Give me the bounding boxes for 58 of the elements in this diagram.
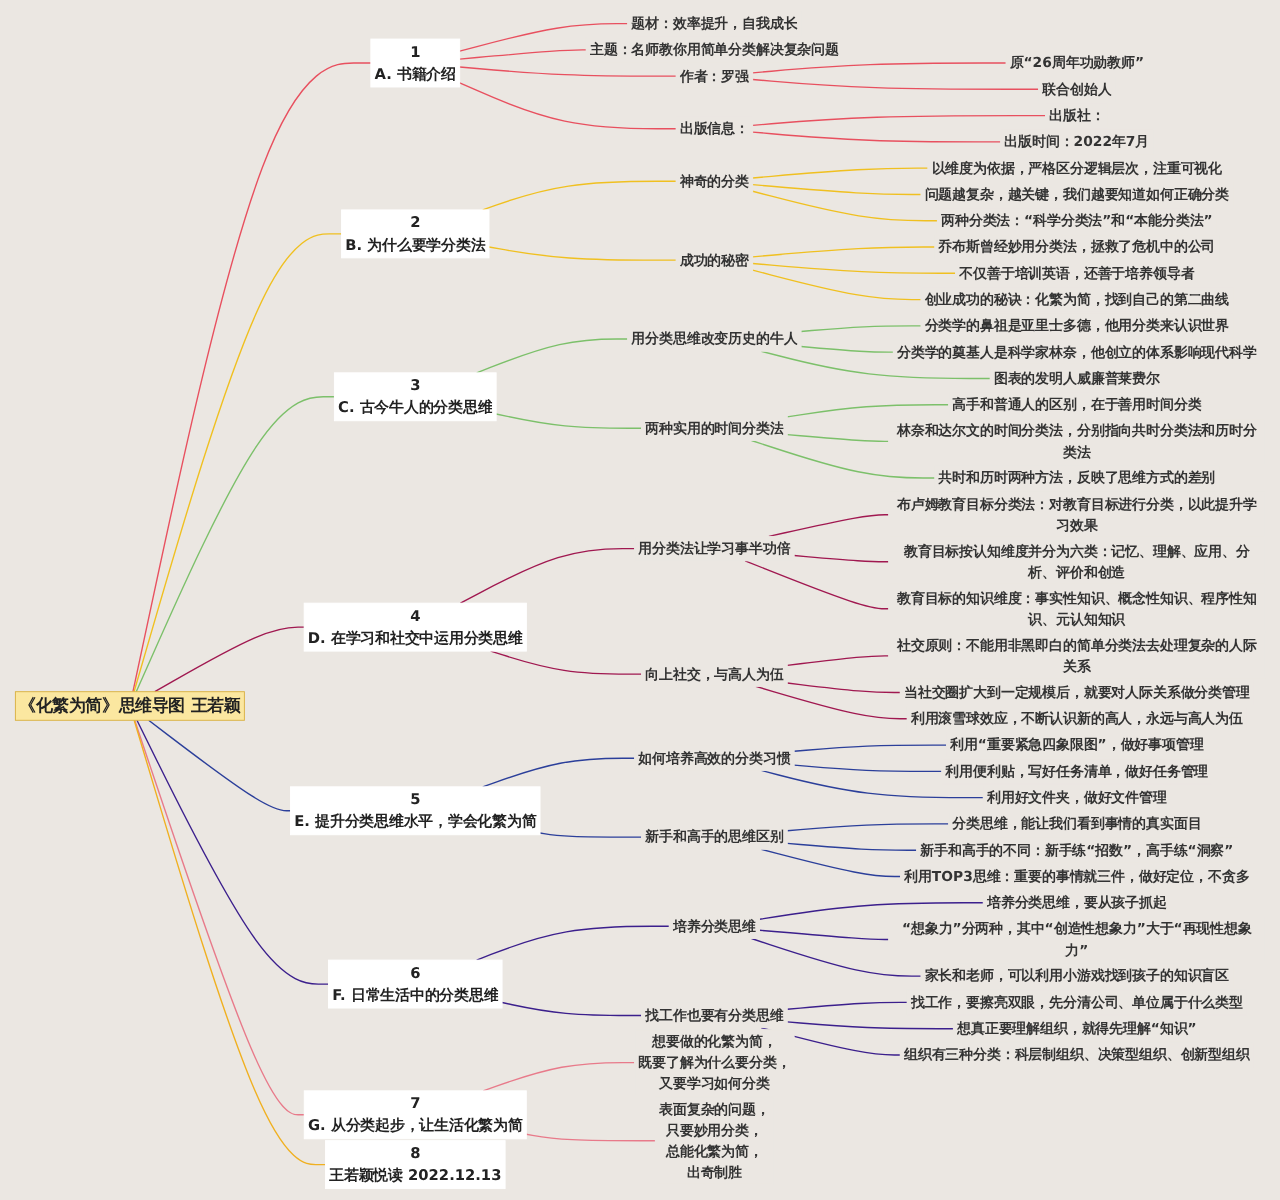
connector [786,1021,954,1030]
connector [133,233,343,693]
connector [132,62,372,693]
connector [786,433,890,443]
connector [786,655,890,667]
connector [786,682,901,694]
connector [153,626,305,693]
connector [751,183,922,196]
connector [147,719,291,812]
connector [136,719,329,985]
connector [525,1133,656,1142]
connector [750,937,922,977]
connector [133,719,326,1166]
connector [458,49,587,60]
connector [786,823,950,832]
connector [135,396,335,693]
connector [800,325,922,333]
connector [481,180,677,211]
connector [458,82,677,130]
connector [751,262,957,274]
connector [751,246,936,258]
connector [458,66,677,77]
connector [786,404,950,418]
node-box: 《化繁为简》思维导图 王若颖 [14,691,245,721]
connector [458,22,629,52]
connector [495,413,642,429]
connector [751,131,1002,143]
connector [768,514,890,538]
connector [786,1001,908,1010]
connector [751,190,938,222]
connector [750,439,936,479]
connector [793,744,947,752]
connector [481,757,636,788]
connector [751,167,929,179]
connector [488,246,677,261]
connector [751,114,1046,127]
connector [751,62,1007,74]
connector [539,832,642,838]
connector [786,842,918,851]
connector [475,338,629,374]
connector [751,78,1040,90]
connector [758,929,890,941]
connector [751,269,922,301]
connector [482,1061,636,1092]
connector [459,547,636,604]
connector [760,848,901,878]
connector [760,350,991,380]
connector [758,902,984,920]
connector [793,554,890,563]
connector [475,925,670,961]
connector [793,764,943,773]
connector [501,1001,642,1017]
connector [754,685,908,720]
connector [489,650,642,675]
connector [133,719,305,1116]
connector [744,560,890,610]
connector [800,345,894,353]
connector [760,769,984,799]
